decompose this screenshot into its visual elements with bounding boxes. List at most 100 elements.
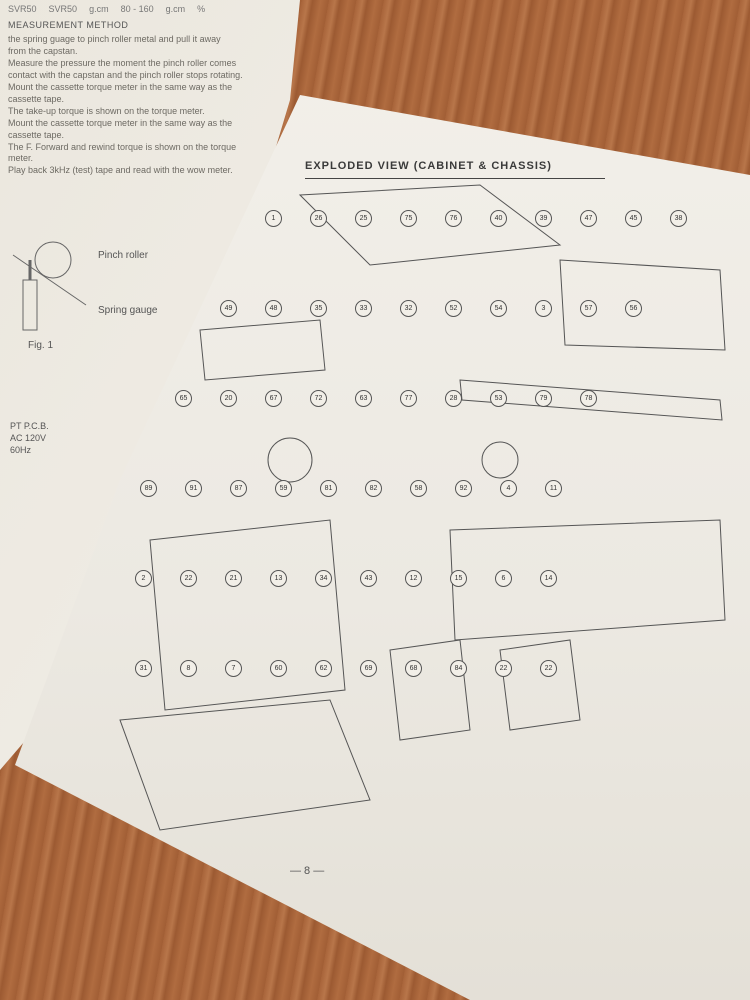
part-number-callout: 79	[535, 390, 552, 407]
bottom-plate	[119, 699, 371, 831]
front-panel	[199, 319, 326, 381]
part-number-callout: 22	[180, 570, 197, 587]
part-number-callout: 34	[315, 570, 332, 587]
part-number-callout: 47	[580, 210, 597, 227]
pcb-schematic: PT P.C.B. AC 120V 60Hz	[10, 420, 49, 456]
part-number-callout: 12	[405, 570, 422, 587]
method-line: Mount the cassette torque meter in the s…	[8, 118, 233, 128]
part-number-callout: 14	[540, 570, 557, 587]
part-number-callout: 48	[265, 300, 282, 317]
part-number-callout: 2	[135, 570, 152, 587]
method-line: The take-up torque is shown on the torqu…	[8, 106, 205, 116]
part-number-callout: 21	[225, 570, 242, 587]
pcb-hz-label: 60Hz	[10, 445, 32, 455]
part-number-callout: 26	[310, 210, 327, 227]
part-number-callout: 39	[535, 210, 552, 227]
part-number-callout: 84	[450, 660, 467, 677]
part-number-callout: 60	[270, 660, 287, 677]
part-number-callout: 92	[455, 480, 472, 497]
part-number-callout: 11	[545, 480, 562, 497]
part-number-callout: 43	[360, 570, 377, 587]
part-number-callout: 72	[310, 390, 327, 407]
part-number-callout: 59	[275, 480, 292, 497]
pinch-roller-label: Pinch roller	[98, 250, 149, 261]
part-number-callout: 82	[365, 480, 382, 497]
part-number-callout: 22	[540, 660, 557, 677]
part-number-callout: 63	[355, 390, 372, 407]
method-line: The F. Forward and rewind torque is show…	[8, 142, 237, 163]
table-cell: g.cm	[89, 4, 109, 14]
part-number-callout: 62	[315, 660, 332, 677]
part-number-callout: 4	[500, 480, 517, 497]
title-rule	[305, 178, 605, 179]
measurement-method: MEASUREMENT METHOD the spring guage to p…	[8, 20, 253, 177]
part-number-callout: 35	[310, 300, 327, 317]
part-number-callout: 22	[495, 660, 512, 677]
part-number-callout: 89	[140, 480, 157, 497]
part-number-callout: 1	[265, 210, 282, 227]
part-number-callout: 68	[405, 660, 422, 677]
method-line: cassette tape.	[8, 130, 65, 140]
part-number-callout: 69	[360, 660, 377, 677]
part-number-callout: 76	[445, 210, 462, 227]
part-number-callout: 3	[535, 300, 552, 317]
page-title: EXPLODED VIEW (CABINET & CHASSIS)	[305, 160, 552, 172]
part-number-callout: 75	[400, 210, 417, 227]
table-cell: 80 - 160	[120, 4, 154, 14]
chassis-front	[149, 519, 346, 711]
table-cell: SVR50	[48, 4, 78, 14]
side-panel	[449, 519, 726, 641]
part-number-callout: 33	[355, 300, 372, 317]
pcb-label: PT P.C.B.	[10, 421, 49, 431]
pcb-board	[499, 639, 581, 731]
measurement-heading: MEASUREMENT METHOD	[8, 20, 129, 30]
pinch-roller-diagram	[12, 241, 87, 331]
rear-panel	[559, 259, 726, 351]
part-number-callout: 65	[175, 390, 192, 407]
part-number-callout: 31	[135, 660, 152, 677]
part-number-callout: 20	[220, 390, 237, 407]
table-cell: g.cm	[165, 4, 186, 14]
part-number-callout: 54	[490, 300, 507, 317]
part-number-callout: 77	[400, 390, 417, 407]
part-number-callout: 87	[230, 480, 247, 497]
part-number-callout: 45	[625, 210, 642, 227]
figure-caption: Fig. 1	[28, 340, 54, 351]
method-line: Mount the cassette torque meter in the s…	[8, 82, 233, 92]
pcb-ac-label: AC 120V	[10, 433, 47, 443]
pcb-board	[389, 639, 471, 741]
method-line: contact with the capstan and the pinch r…	[8, 70, 243, 80]
part-number-callout: 78	[580, 390, 597, 407]
part-number-callout: 91	[185, 480, 202, 497]
method-line: the spring guage to pinch roller metal a…	[8, 34, 221, 44]
part-number-callout: 7	[225, 660, 242, 677]
table-cell: SVR50	[8, 4, 37, 14]
side-rail	[459, 379, 723, 421]
page-number: — 8 —	[290, 865, 325, 877]
part-number-callout: 38	[670, 210, 687, 227]
figure-1: Pinch roller Spring gauge Fig. 1	[8, 235, 208, 355]
part-number-callout: 57	[580, 300, 597, 317]
spring-gauge-label: Spring gauge	[98, 305, 158, 316]
part-number-callout: 28	[445, 390, 462, 407]
part-number-callout: 25	[355, 210, 372, 227]
spec-table-fragment: SVR50 SVR50 g.cm 80 - 160 g.cm %	[8, 4, 205, 14]
table-cell: %	[197, 4, 206, 14]
method-line: Measure the pressure the moment the pinc…	[8, 58, 237, 68]
part-number-callout: 53	[490, 390, 507, 407]
part-number-callout: 6	[495, 570, 512, 587]
part-number-callout: 52	[445, 300, 462, 317]
part-number-callout: 32	[400, 300, 417, 317]
method-line: from the capstan.	[8, 46, 78, 56]
method-line: Play back 3kHz (test) tape and read with…	[8, 165, 233, 175]
method-line: cassette tape.	[8, 94, 65, 104]
part-number-callout: 40	[490, 210, 507, 227]
part-number-callout: 67	[265, 390, 282, 407]
part-number-callout: 8	[180, 660, 197, 677]
part-number-callout: 13	[270, 570, 287, 587]
top-cover	[298, 184, 562, 266]
part-number-callout: 58	[410, 480, 427, 497]
part-number-callout: 49	[220, 300, 237, 317]
part-number-callout: 15	[450, 570, 467, 587]
